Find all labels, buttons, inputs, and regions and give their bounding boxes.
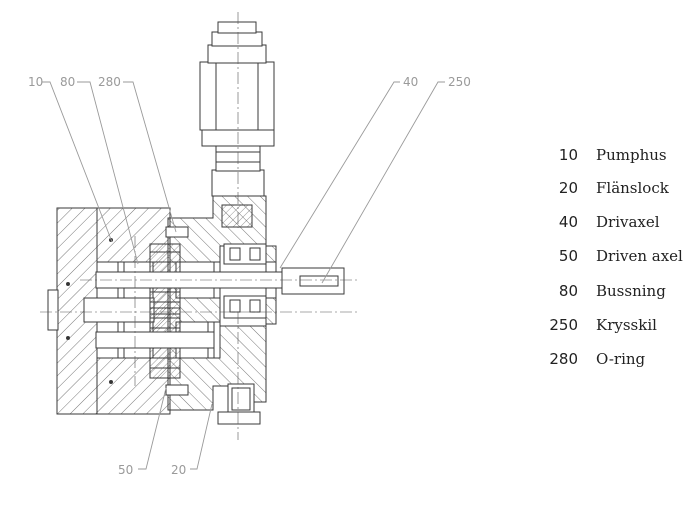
legend-name: Pumphus xyxy=(596,146,667,164)
callout-250: 250 xyxy=(448,75,471,89)
center-lines xyxy=(40,12,360,440)
legend-name: Driven axel xyxy=(596,247,683,265)
legend-number: 80 xyxy=(559,282,578,300)
legend-name: O-ring xyxy=(596,350,646,368)
callout-10: 10 xyxy=(28,75,43,89)
parts-legend: 10 Pumphus 20 Flänslock 40 Drivaxel 50 D… xyxy=(549,146,683,368)
gear-pair xyxy=(149,243,181,379)
callout-20: 20 xyxy=(171,463,186,477)
legend-row: 80 Bussning xyxy=(559,282,666,300)
bottom-plug xyxy=(217,383,261,425)
callout-80: 80 xyxy=(60,75,75,89)
shaft-seal xyxy=(223,243,267,319)
legend-row: 280 O-ring xyxy=(549,350,645,368)
legend-name: Krysskil xyxy=(596,316,657,334)
legend-number: 40 xyxy=(559,213,578,231)
driven-shaft xyxy=(95,331,215,349)
legend-name: Drivaxel xyxy=(596,213,660,231)
legend-row: 10 Pumphus xyxy=(559,146,667,164)
legend-number: 10 xyxy=(559,146,578,164)
valve-assembly xyxy=(199,21,275,228)
legend-number: 280 xyxy=(549,350,578,368)
legend-number: 20 xyxy=(559,179,578,197)
legend-number: 250 xyxy=(549,316,578,334)
callout-50: 50 xyxy=(118,463,133,477)
callout-280: 280 xyxy=(98,75,121,89)
legend-row: 250 Krysskil xyxy=(549,316,657,334)
legend-row: 50 Driven axel xyxy=(559,247,683,265)
leader-lines xyxy=(42,81,445,470)
callout-40: 40 xyxy=(403,75,418,89)
legend-row: 40 Drivaxel xyxy=(559,213,660,231)
legend-name: Flänslock xyxy=(596,179,670,197)
legend-number: 50 xyxy=(559,247,578,265)
legend-row: 20 Flänslock xyxy=(559,179,670,197)
legend-name: Bussning xyxy=(596,282,666,300)
